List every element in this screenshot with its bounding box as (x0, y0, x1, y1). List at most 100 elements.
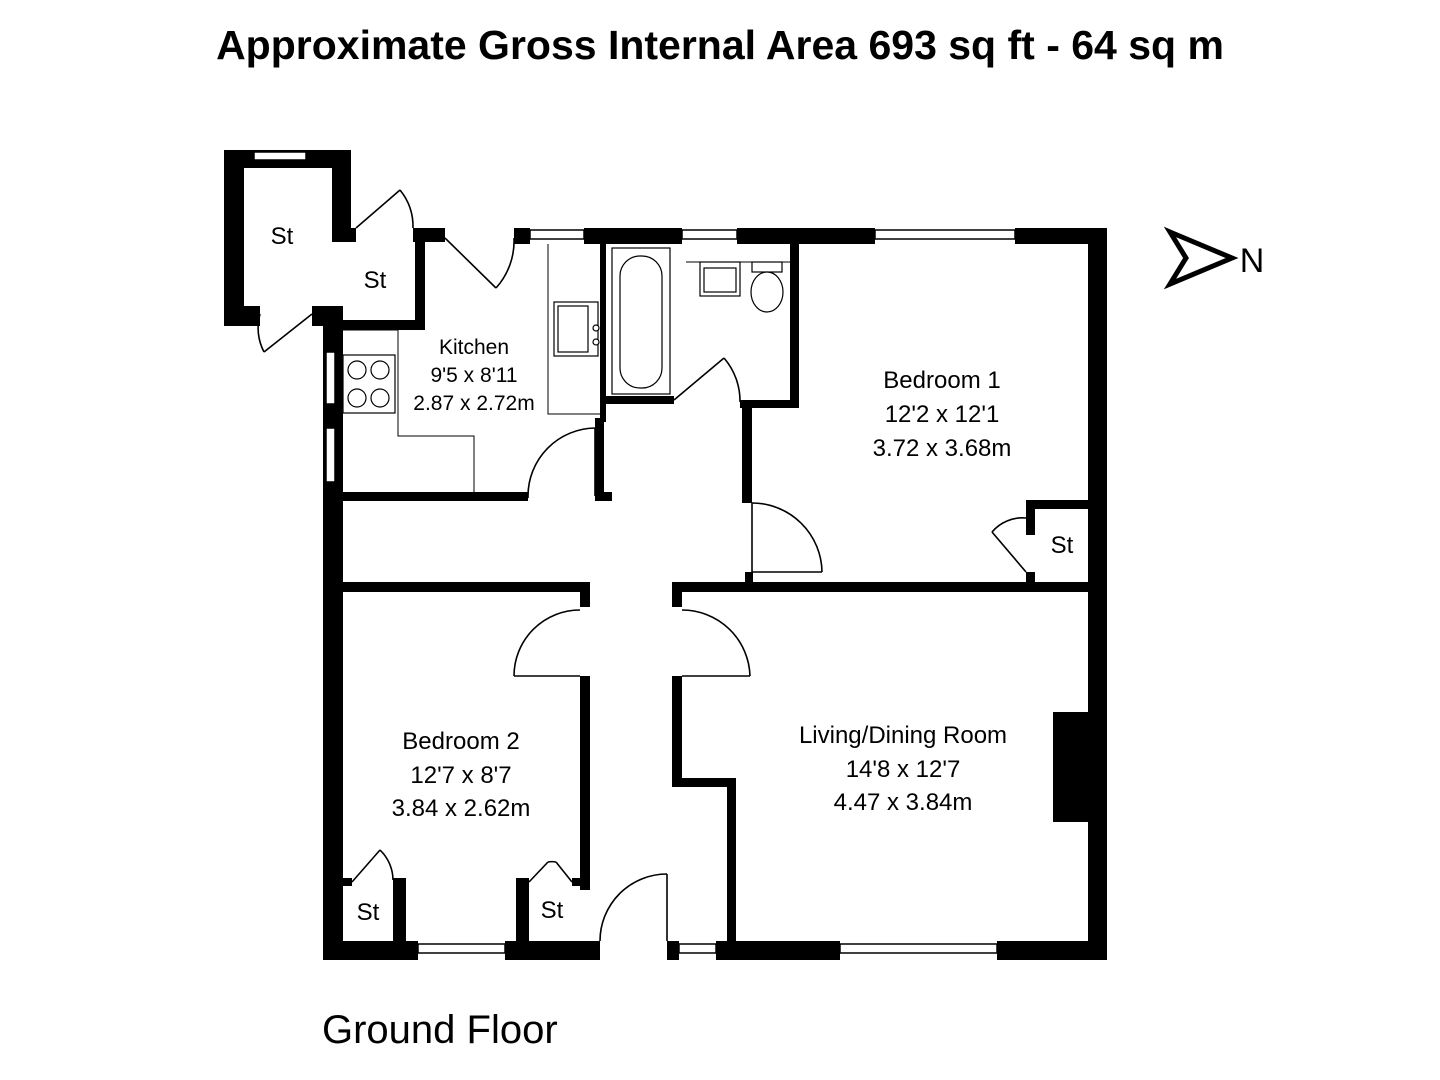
kitchen-name: Kitchen (439, 336, 509, 359)
kitchen-tap-2 (592, 338, 600, 346)
door-bath-leaf (673, 357, 725, 401)
window-store-top (253, 151, 307, 161)
wall-living-left-mid (672, 676, 682, 786)
kitchen-metric: 2.87 x 2.72m (413, 392, 534, 415)
room-labels: St St Kitchen 9'5 x 8'11 2.87 x 2.72m Be… (271, 223, 1074, 926)
wall-living-left-top (672, 582, 1092, 592)
hob-ring-1 (347, 360, 367, 380)
wall-small-store-right (415, 228, 425, 330)
door-store-leaf (263, 313, 313, 353)
living-name: Living/Dining Room (799, 722, 1007, 749)
wall-bottom-4 (716, 941, 840, 960)
living-metric: 4.47 x 3.84m (834, 789, 973, 816)
door-bed2-store-l-arc (379, 849, 394, 881)
wall-bottom-2 (505, 941, 600, 960)
wall-bed1-store-left-stub (1026, 572, 1035, 587)
wall-store-bottom (224, 306, 260, 326)
wall-bed2-store-right-left (516, 878, 529, 943)
wall-store-left (224, 150, 244, 326)
door-bed1-store-arc (991, 517, 1027, 533)
door-store-arc (257, 313, 265, 353)
wc-cistern (751, 261, 783, 273)
wall-bath-bottom-left (604, 396, 674, 404)
floor-label: Ground Floor (322, 1008, 558, 1052)
store-bed2-left-label: St (357, 899, 380, 926)
north-arrow-icon (1163, 226, 1239, 290)
wall-bed2-store-left-top (340, 878, 352, 886)
wall-top-2 (584, 228, 682, 244)
wall-bed2-store-right-top (572, 878, 590, 886)
doors (257, 189, 1027, 942)
window-bed1-top (874, 229, 1016, 240)
wall-bed1-left-stub (745, 572, 753, 582)
window-bed2-bottom (417, 943, 506, 954)
door-kitchen-ext-leaf (444, 237, 497, 289)
bath-inner (619, 255, 663, 389)
door-kitchen-ext-arc (495, 237, 515, 289)
wall-small-store-top-left (340, 228, 356, 242)
wall-top-4 (1015, 228, 1107, 244)
wall-bed2-store-left-right (393, 878, 406, 943)
wall-top-1 (514, 228, 530, 244)
wall-bed2-right-top (580, 582, 590, 607)
wall-small-store-top-right (413, 228, 445, 242)
wall-bottom-3 (667, 941, 679, 960)
door-bed2-store-r-leaf-2 (555, 861, 573, 883)
door-bed1-store-leaf (991, 531, 1027, 573)
bedroom1-metric: 3.72 x 3.68m (873, 435, 1012, 462)
wall-living-left-stub (672, 582, 682, 607)
wall-kitchen-right (595, 418, 604, 501)
hob-ring-3 (347, 388, 367, 408)
door-small-store-leaf (355, 189, 401, 229)
wc-icon (750, 271, 784, 313)
wall-bed1-store-left (1026, 500, 1035, 535)
hob-ring-4 (370, 388, 390, 408)
kitchen-imperial: 9'5 x 8'11 (430, 364, 517, 387)
page-title: Approximate Gross Internal Area 693 sq f… (216, 22, 1224, 68)
fixtures (342, 244, 790, 492)
wall-small-store-bottom (323, 320, 425, 330)
wall-kitchen-right-upper (600, 244, 606, 422)
door-bath-arc (723, 357, 741, 403)
wall-bed1-left (742, 400, 752, 503)
compass: N (1163, 226, 1265, 290)
door-bed2-store-r-leaf-1 (528, 861, 549, 883)
chimney-breast (1053, 712, 1091, 822)
kitchen-worktop-left (343, 329, 475, 492)
wall-store-right (332, 150, 351, 242)
wall-bottom-5 (997, 941, 1107, 960)
window-bath-top (681, 229, 738, 240)
window-hall-bottom (678, 943, 717, 954)
wall-kitchen-right-stub (600, 492, 612, 501)
door-living-arc (681, 609, 751, 677)
window-kitchen-left-1 (325, 351, 336, 405)
wall-bath-bottom-right (740, 400, 799, 408)
window-kitchen-left-2 (325, 427, 336, 483)
store-small-label: St (364, 267, 387, 294)
wall-bed2-right (580, 676, 590, 890)
windows (253, 151, 1016, 954)
compass-label: N (1240, 242, 1265, 280)
wall-bed1-store-top (1026, 500, 1096, 509)
hob-ring-2 (370, 360, 390, 380)
store-bed1-label: St (1051, 532, 1074, 559)
wall-living-left-low (727, 778, 736, 953)
bedroom1-name: Bedroom 1 (883, 367, 1000, 394)
bedroom1-imperial: 12'2 x 12'1 (885, 401, 1000, 428)
wall-top-3 (737, 228, 875, 244)
wall-hall-left-upper (340, 582, 590, 592)
door-kitchen-hall-arc (527, 427, 596, 497)
store-outer-label: St (271, 223, 294, 250)
store-bed2-right-label: St (541, 897, 564, 924)
bedroom2-metric: 3.84 x 2.62m (392, 795, 531, 822)
washbasin-bowl (703, 267, 737, 293)
bedroom2-name: Bedroom 2 (402, 728, 519, 755)
bedroom2-imperial: 12'7 x 8'7 (410, 762, 511, 789)
wall-kitchen-bottom (340, 492, 528, 501)
door-front-arc (599, 873, 668, 942)
door-bed2-store-l-leaf (351, 849, 381, 883)
wall-bath-right (790, 244, 799, 408)
door-small-store-arc (399, 189, 414, 229)
kitchen-worktop-right (547, 244, 600, 415)
living-imperial: 14'8 x 12'7 (846, 756, 961, 783)
